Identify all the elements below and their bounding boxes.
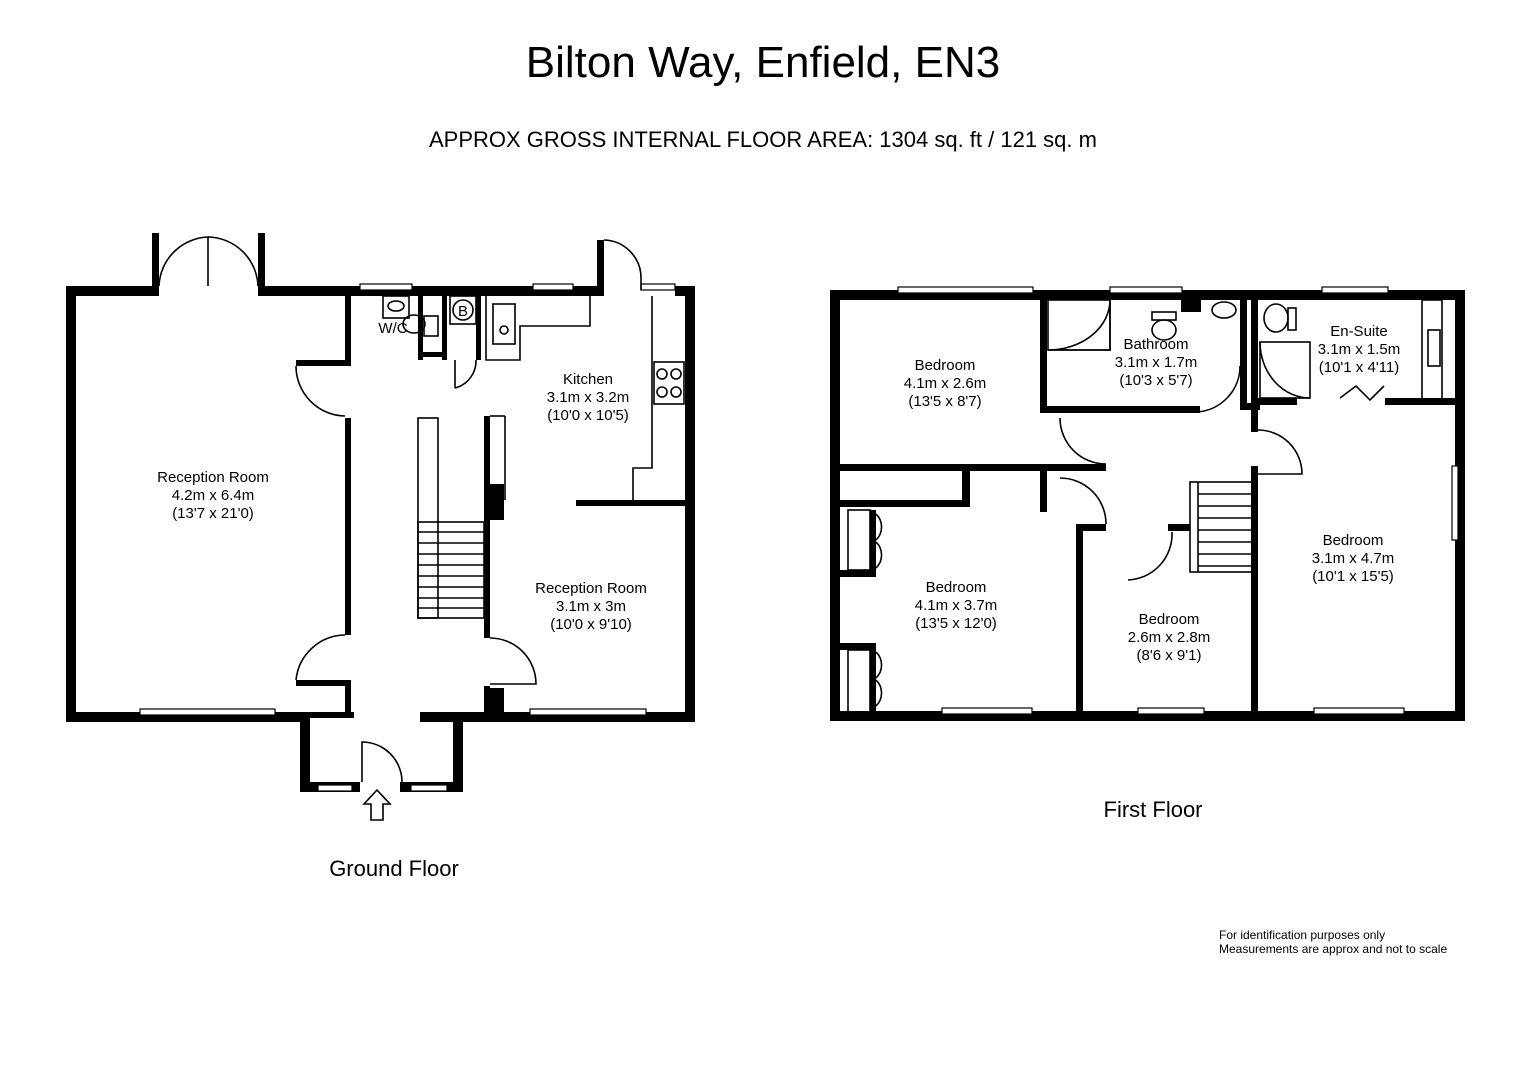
first-doors bbox=[1059, 365, 1303, 581]
entrance-arrow-icon bbox=[362, 788, 392, 821]
bathroom-metric: 3.1m x 1.7m bbox=[1115, 354, 1198, 371]
reception-room-large-imperial: (13'7 x 21'0) bbox=[172, 505, 254, 522]
kitchen-name: Kitchen bbox=[563, 371, 613, 388]
ground-doors bbox=[158, 236, 642, 783]
boiler-symbol: B bbox=[458, 303, 468, 320]
ground-windows bbox=[139, 283, 676, 792]
bedroom-ml-imperial: (13'5 x 12'0) bbox=[915, 615, 997, 632]
bedroom-tl-name: Bedroom bbox=[915, 357, 976, 374]
bedroom-right-name: Bedroom bbox=[1323, 532, 1384, 549]
bedroom-small-imperial: (8'6 x 9'1) bbox=[1137, 647, 1202, 664]
bathroom-name: Bathroom bbox=[1123, 336, 1188, 353]
ground-outer-walls bbox=[66, 233, 695, 792]
first-fixtures bbox=[847, 299, 1443, 713]
ensuite-imperial: (10'1 x 4'11) bbox=[1319, 359, 1400, 376]
bathroom-imperial: (10'3 x 5'7) bbox=[1119, 372, 1192, 389]
disclaimer-line-2: Measurements are approx and not to scale bbox=[1219, 942, 1448, 956]
bedroom-small-metric: 2.6m x 2.8m bbox=[1128, 629, 1211, 646]
kitchen-imperial: (10'0 x 10'5) bbox=[547, 407, 629, 424]
bedroom-right-metric: 3.1m x 4.7m bbox=[1312, 550, 1395, 567]
wc-name: W/C bbox=[378, 320, 407, 337]
ensuite-name: En-Suite bbox=[1330, 323, 1388, 340]
first-floor-plan: Bedroom 4.1m x 2.6m (13'5 x 8'7) Bathroo… bbox=[830, 286, 1465, 822]
first-room-labels: Bedroom 4.1m x 2.6m (13'5 x 8'7) Bathroo… bbox=[904, 323, 1401, 664]
bedroom-ml-metric: 4.1m x 3.7m bbox=[915, 597, 998, 614]
floor-area-subtitle: APPROX GROSS INTERNAL FLOOR AREA: 1304 s… bbox=[429, 127, 1097, 152]
first-interior-walls bbox=[836, 296, 1465, 714]
bedroom-tl-metric: 4.1m x 2.6m bbox=[904, 375, 987, 392]
reception-room-small-metric: 3.1m x 3m bbox=[556, 598, 626, 615]
reception-room-large-metric: 4.2m x 6.4m bbox=[172, 487, 255, 504]
bedroom-ml-name: Bedroom bbox=[926, 579, 987, 596]
kitchen-metric: 3.1m x 3.2m bbox=[547, 389, 630, 406]
reception-room-small-imperial: (10'0 x 9'10) bbox=[550, 616, 632, 633]
disclaimer: For identification purposes only Measure… bbox=[1219, 928, 1447, 956]
page-title: Bilton Way, Enfield, EN3 bbox=[525, 38, 1001, 87]
first-floor-label: First Floor bbox=[1104, 797, 1203, 822]
first-outer-walls bbox=[830, 290, 1465, 721]
reception-room-small-name: Reception Room bbox=[535, 580, 647, 597]
ground-floor-plan: B bbox=[66, 233, 695, 881]
reception-room-large-name: Reception Room bbox=[157, 469, 269, 486]
bedroom-small-name: Bedroom bbox=[1139, 611, 1200, 628]
disclaimer-line-1: For identification purposes only bbox=[1219, 928, 1386, 942]
bedroom-right-imperial: (10'1 x 15'5) bbox=[1312, 568, 1394, 585]
ground-room-labels: Reception Room 4.2m x 6.4m (13'7 x 21'0)… bbox=[157, 320, 647, 633]
bedroom-tl-imperial: (13'5 x 8'7) bbox=[908, 393, 981, 410]
ground-fixtures: B bbox=[382, 295, 685, 619]
ground-floor-label: Ground Floor bbox=[329, 856, 459, 881]
first-windows bbox=[897, 286, 1459, 715]
ensuite-metric: 3.1m x 1.5m bbox=[1318, 341, 1401, 358]
ground-interior-walls bbox=[296, 292, 688, 718]
